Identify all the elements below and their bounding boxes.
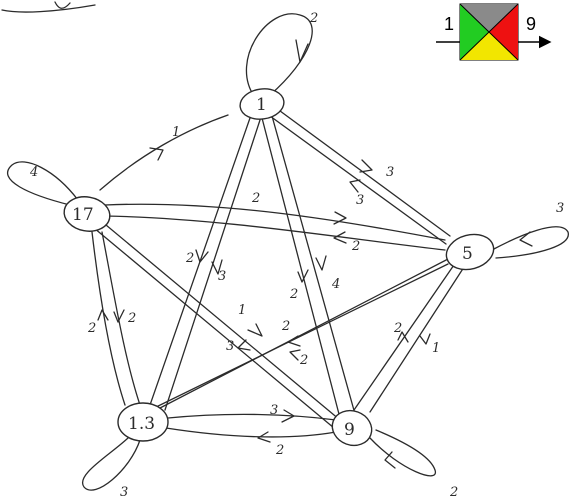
weight-5-1: 3 xyxy=(356,193,364,208)
edge-17-5-top xyxy=(104,203,446,241)
node-1: 1 xyxy=(239,88,285,120)
self-loops xyxy=(6,13,569,491)
loop-node-17 xyxy=(6,161,79,206)
weight-1-13-a: 2 xyxy=(185,251,194,266)
node-5: 5 xyxy=(445,233,495,271)
legend-right-number: 9 xyxy=(526,14,536,34)
legend-gray-triangle xyxy=(460,4,518,32)
weight-17-5-top: 2 xyxy=(251,191,260,206)
weight-1-9-a: 2 xyxy=(289,287,298,302)
edge-9-17 xyxy=(93,227,335,429)
node-9: 9 xyxy=(331,409,373,447)
edge-5-17 xyxy=(104,215,446,251)
loop-node-9 xyxy=(369,429,436,477)
weight-13-5-a: 2 xyxy=(281,319,290,334)
node-13: 1.3 xyxy=(117,402,169,442)
loop-node-1 xyxy=(245,13,313,97)
edge-1-9-b xyxy=(271,115,356,415)
weight-5-9-a: 2 xyxy=(393,321,402,336)
weight-5-9-b: 1 xyxy=(432,341,440,356)
weight-1-9-b: 4 xyxy=(331,277,340,292)
edge-1-13-b xyxy=(164,119,261,411)
legend-green-triangle xyxy=(460,4,489,60)
weight-1-13-b: 3 xyxy=(218,269,226,284)
weight-9-17: 3 xyxy=(226,339,234,354)
weight-loop-17: 4 xyxy=(29,165,38,180)
node-9-label: 9 xyxy=(344,420,355,440)
edge-13-9 xyxy=(167,413,337,421)
edge-17-13-b xyxy=(101,231,141,406)
weight-17-13-b: 2 xyxy=(127,311,136,326)
edge-13-5-b xyxy=(149,263,449,411)
legend-red-triangle xyxy=(489,4,518,60)
weight-loop-1: 2 xyxy=(309,11,318,26)
weight-loop-9: 2 xyxy=(449,485,458,500)
weight-9-13: 2 xyxy=(275,443,284,458)
weight-17-9: 1 xyxy=(238,303,246,318)
legend-yellow-triangle xyxy=(460,32,518,60)
edge-1-9-a xyxy=(261,117,341,419)
node-17: 17 xyxy=(63,196,111,232)
edge-13-5-a xyxy=(159,257,451,409)
corner-scribble xyxy=(1,1,96,13)
weight-labels: 2 4 3 3 2 1 3 3 2 2 2 3 2 4 2 2 1 3 2 2 … xyxy=(29,11,564,500)
edges xyxy=(91,107,467,443)
weight-13-5-b: 2 xyxy=(299,353,308,368)
edge-17-13-a xyxy=(91,231,126,406)
node-17-label: 17 xyxy=(72,205,94,225)
nodes: 1 17 5 1.3 9 xyxy=(63,88,495,447)
edge-5-9-b xyxy=(369,263,467,413)
edge-17-9 xyxy=(99,219,341,421)
edge-17-1 xyxy=(99,114,229,191)
weight-loop-5: 3 xyxy=(556,201,564,216)
weight-13-9: 3 xyxy=(270,403,278,418)
weight-1-5: 3 xyxy=(386,165,394,180)
edge-9-13 xyxy=(165,427,337,438)
legend-left-number: 1 xyxy=(444,14,454,34)
node-5-label: 5 xyxy=(462,244,473,264)
node-1-label: 1 xyxy=(256,95,267,115)
weight-5-17: 2 xyxy=(351,239,360,254)
legend: 1 9 xyxy=(436,3,552,61)
node-13-label: 1.3 xyxy=(128,414,155,434)
weight-17-13-a: 2 xyxy=(87,321,96,336)
loop-node-5 xyxy=(491,226,569,259)
weight-17-1: 1 xyxy=(172,125,180,140)
weight-loop-13: 3 xyxy=(120,485,128,500)
loop-node-13 xyxy=(81,437,141,491)
